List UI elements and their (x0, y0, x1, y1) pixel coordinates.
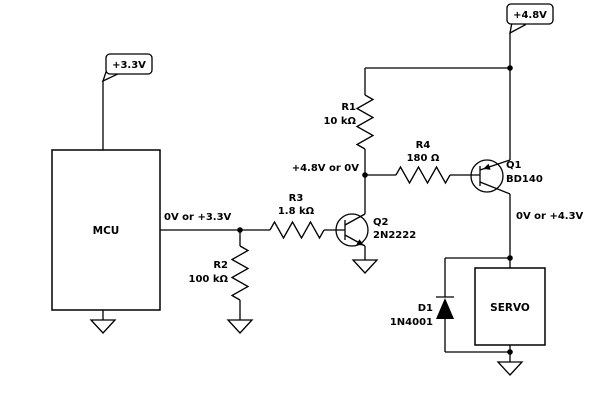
junction-dot (237, 227, 243, 233)
collector-lead (344, 213, 366, 226)
ground-symbol-r2 (226, 319, 254, 334)
servo-body (474, 267, 546, 346)
d1-value: 1N4001 (390, 317, 433, 328)
net-label-servo-supply: 0V or +4.3V (516, 211, 584, 222)
junction-dot (507, 65, 513, 71)
resistor-r1: R1 10 kΩ (323, 94, 375, 150)
servo-label: SERVO (490, 302, 530, 314)
q1-value: BD140 (506, 174, 543, 185)
mcu-label: MCU (93, 225, 120, 237)
power-flag-3v3: +3.3V (101, 53, 153, 83)
resistor-zigzag (230, 245, 250, 301)
r2-ref: R2 (213, 260, 228, 271)
transistor-body (335, 213, 369, 247)
q1-ref: Q1 (506, 160, 522, 171)
emitter-arrow (356, 239, 364, 246)
r1-value: 10 kΩ (323, 116, 356, 127)
r3-value: 1.8 kΩ (278, 206, 315, 217)
junction-dot (507, 349, 513, 355)
ground-triangle (89, 319, 117, 334)
r4-ref: R4 (416, 140, 431, 151)
resistor-zigzag (355, 94, 375, 150)
net-label-q2-collector: +4.8V or 0V (292, 163, 360, 174)
resistor-zigzag (395, 165, 451, 185)
flag-servo-rail-label: +4.8V (513, 10, 547, 21)
resistor-r2: R2 100 kΩ (188, 245, 250, 301)
diode-d1: D1 1N4001 (390, 296, 454, 328)
ground-triangle (351, 259, 379, 274)
r2-value: 100 kΩ (188, 274, 228, 285)
r4-value: 180 Ω (407, 153, 440, 164)
r1-ref: R1 (341, 102, 356, 113)
transistor-body (470, 159, 504, 193)
servo-block: SERVO (474, 267, 546, 346)
collector-lead (479, 181, 511, 195)
junction-dot (362, 172, 368, 178)
flag-mcu-rail-label: +3.3V (112, 60, 146, 71)
ground-symbol-mcu (89, 310, 117, 334)
transistor-q2: Q2 2N2222 (335, 213, 416, 247)
q2-value: 2N2222 (373, 230, 416, 241)
resistor-r4: R4 180 Ω (395, 140, 451, 185)
transistor-q1: Q1 BD140 (470, 159, 543, 195)
d1-ref: D1 (418, 303, 433, 314)
mcu-body (51, 149, 161, 311)
q2-ref: Q2 (373, 217, 389, 228)
ground-symbol-servo (496, 361, 524, 376)
resistor-zigzag (269, 220, 325, 240)
net-labels: 0V or +3.3V +4.8V or 0V 0V or +4.3V (164, 163, 584, 223)
flag-body (105, 53, 153, 75)
mcu-block: MCU (51, 149, 161, 311)
resistor-r3: R3 1.8 kΩ (269, 193, 325, 240)
junction-dot (507, 255, 513, 261)
junction-dots (237, 65, 513, 355)
diode-triangle (436, 298, 454, 319)
ground-triangle (226, 319, 254, 334)
net-label-mcu-output: 0V or +3.3V (164, 212, 232, 223)
r3-ref: R3 (289, 193, 304, 204)
ground-symbol-q2 (351, 246, 379, 274)
flag-body (506, 3, 554, 25)
ground-triangle (496, 361, 524, 376)
power-flag-4v8: +4.8V (506, 3, 554, 35)
emitter-arrow (483, 163, 491, 170)
